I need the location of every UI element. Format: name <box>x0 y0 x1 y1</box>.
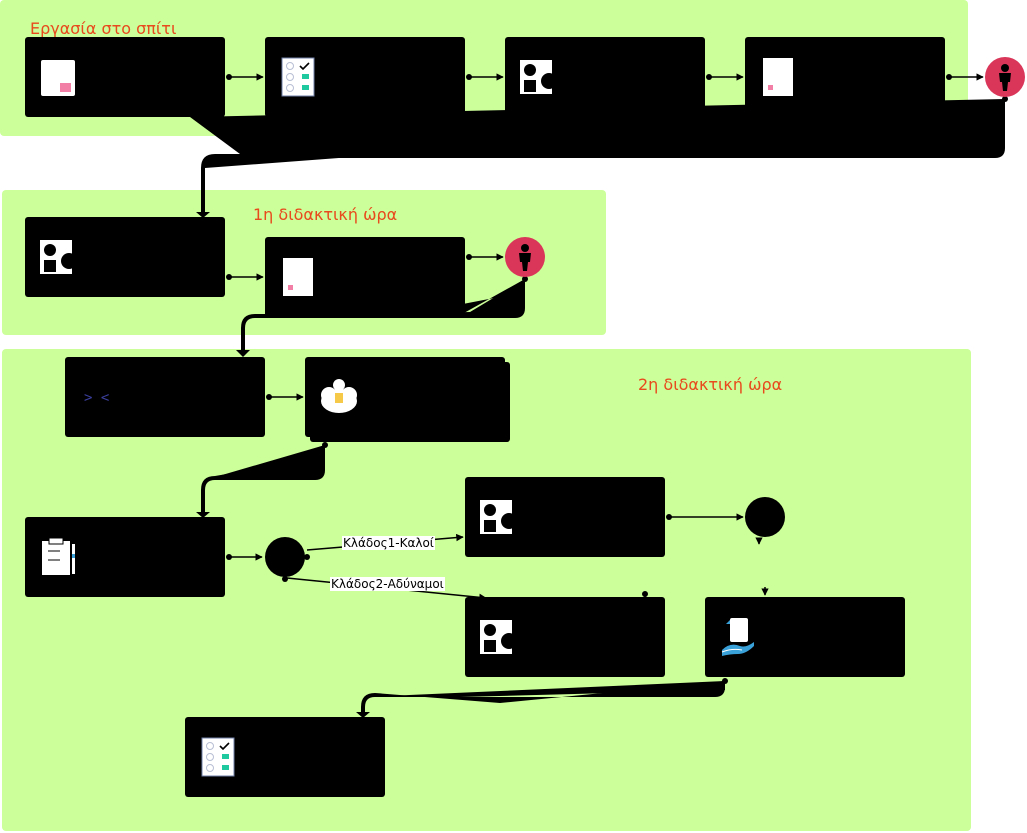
lesson2-assessment-activity[interactable] <box>25 517 225 597</box>
document-icon <box>760 56 796 98</box>
group-shapes-icon <box>480 616 516 658</box>
group-shapes-icon <box>480 496 516 538</box>
lane-title-lesson2: 2η διδακτική ώρα <box>638 375 783 394</box>
lesson2-final-quiz-activity[interactable] <box>185 717 385 797</box>
homework-document-activity[interactable] <box>745 37 945 117</box>
group-shapes-icon <box>40 236 76 278</box>
document-icon <box>280 256 316 298</box>
branch-label-weak: Κλάδος2-Αδύναμοι <box>330 577 445 591</box>
quiz-checklist-icon <box>200 736 236 778</box>
lesson1-document-activity[interactable] <box>265 237 465 317</box>
lesson2-forum-activity[interactable] <box>305 357 505 437</box>
lane-title-homework: Εργασία στο σπίτι <box>30 19 177 38</box>
handout-icon <box>720 616 756 658</box>
quiz-checklist-icon <box>280 56 316 98</box>
lesson1-gate[interactable] <box>505 237 545 277</box>
forum-bubble-icon <box>319 377 359 419</box>
branch2-group-activity[interactable] <box>465 597 665 677</box>
branch-label-good: Κλάδος1-Καλοί <box>342 536 435 550</box>
person-icon <box>513 243 537 271</box>
person-icon <box>993 63 1017 91</box>
code-brackets-icon <box>80 376 116 418</box>
homework-group-activity[interactable] <box>505 37 705 117</box>
lane-title-lesson1: 1η διδακτική ώρα <box>253 205 398 224</box>
group-shapes-icon <box>520 56 556 98</box>
branching-point[interactable] <box>265 537 305 577</box>
clipboard-pencil-icon <box>40 536 76 578</box>
branch-join-point[interactable] <box>745 497 785 537</box>
branch1-group-activity[interactable] <box>465 477 665 557</box>
sticky-note-icon <box>40 56 76 98</box>
homework-gate[interactable] <box>985 57 1025 97</box>
homework-note-activity[interactable] <box>25 37 225 117</box>
lesson1-group-activity[interactable] <box>25 217 225 297</box>
lesson2-handout-activity[interactable] <box>705 597 905 677</box>
lesson2-code-activity[interactable] <box>65 357 265 437</box>
homework-quiz-activity[interactable] <box>265 37 465 117</box>
